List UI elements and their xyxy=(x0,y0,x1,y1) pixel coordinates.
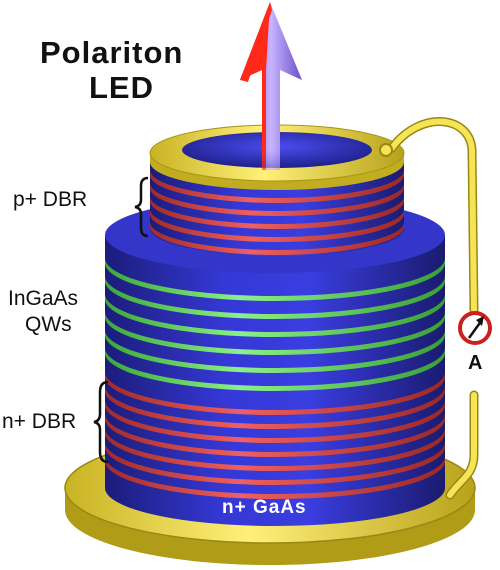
qws-label-line1: InGaAs xyxy=(8,287,79,310)
p-dbr-layer xyxy=(150,196,404,229)
n-dbr-label: n+ DBR xyxy=(2,410,77,433)
diagram-title-line2: LED xyxy=(89,70,154,105)
substrate-label: n+ GaAs xyxy=(222,497,307,518)
diagram-title: Polariton xyxy=(40,35,184,70)
ammeter-label: A xyxy=(468,352,483,374)
p-dbr-layer xyxy=(150,209,404,242)
qws-label-line2: QWs xyxy=(25,313,72,336)
ammeter-icon xyxy=(458,311,492,345)
p-dbr-layer xyxy=(150,222,404,255)
n-dbr-brace xyxy=(93,380,109,464)
contact-wire xyxy=(379,117,479,500)
upward-arrow-icon xyxy=(240,2,302,170)
p-dbr-layer xyxy=(150,170,404,203)
p-dbr-brace xyxy=(134,176,149,238)
p-dbr-label: p+ DBR xyxy=(13,188,88,211)
p-dbr-layer xyxy=(150,183,404,216)
